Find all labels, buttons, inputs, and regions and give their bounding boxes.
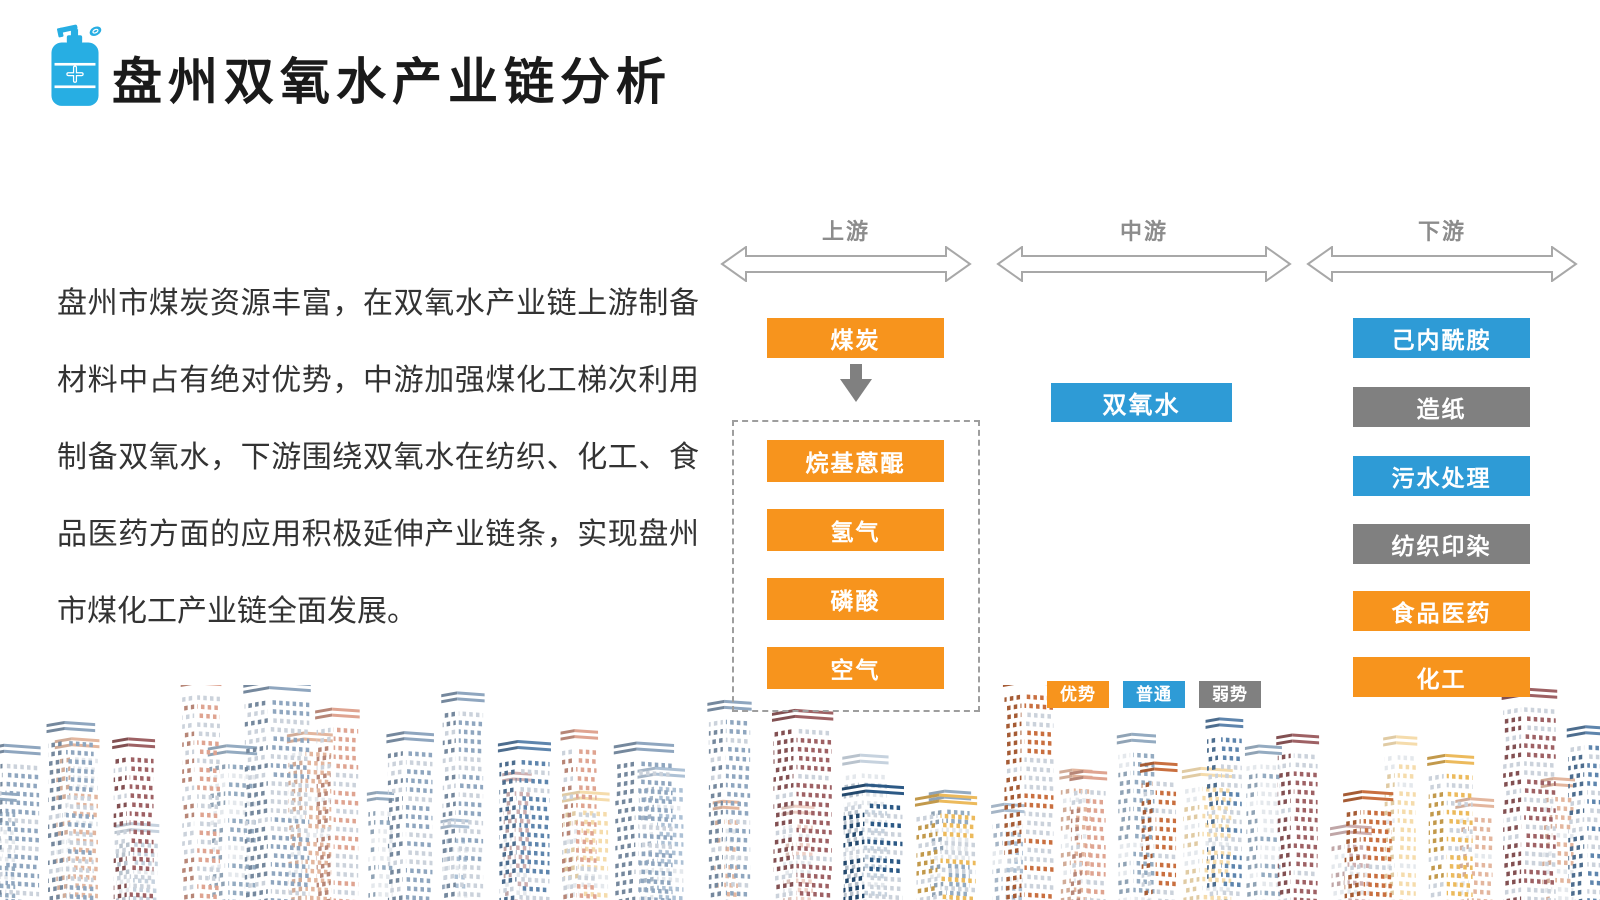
column-label-midstream: 中游	[1119, 219, 1168, 244]
down-arrow-icon	[840, 364, 872, 402]
node-textile-dyeing: 纺织印染	[1353, 524, 1530, 564]
legend-advantage: 优势	[1047, 681, 1109, 708]
double-arrow-icon	[1306, 246, 1578, 282]
node-papermaking: 造纸	[1353, 387, 1530, 427]
node-hydrogen: 氢气	[767, 509, 944, 551]
node-phosphoric-acid: 磷酸	[767, 578, 944, 620]
double-arrow-icon	[996, 246, 1292, 282]
node-caprolactam: 己内酰胺	[1353, 318, 1530, 358]
intro-paragraph: 盘州市煤炭资源丰富，在双氧水产业链上游制备材料中占有绝对优势，中游加强煤化工梯次…	[57, 287, 699, 628]
double-arrow-icon	[720, 246, 972, 282]
soap-bottle-icon	[51, 24, 102, 106]
page-title: 盘州双氧水产业链分析	[112, 54, 672, 110]
node-coal: 煤炭	[767, 318, 944, 358]
column-label-downstream: 下游	[1417, 219, 1466, 244]
column-label-upstream: 上游	[821, 219, 870, 244]
legend: 优势 普通 弱势	[1047, 681, 1261, 708]
node-chemical-industry: 化工	[1353, 657, 1530, 697]
city-skyline-illustration	[0, 685, 1600, 900]
node-hydrogen-peroxide: 双氧水	[1051, 383, 1232, 422]
node-air: 空气	[767, 647, 944, 689]
node-sewage-treatment: 污水处理	[1353, 456, 1530, 496]
node-food-medicine: 食品医药	[1353, 591, 1530, 631]
upstream-materials-group-border	[732, 420, 980, 712]
legend-weak: 弱势	[1199, 681, 1261, 708]
legend-normal: 普通	[1123, 681, 1185, 708]
node-alkyl-anthraquinone: 烷基蒽醌	[767, 440, 944, 482]
